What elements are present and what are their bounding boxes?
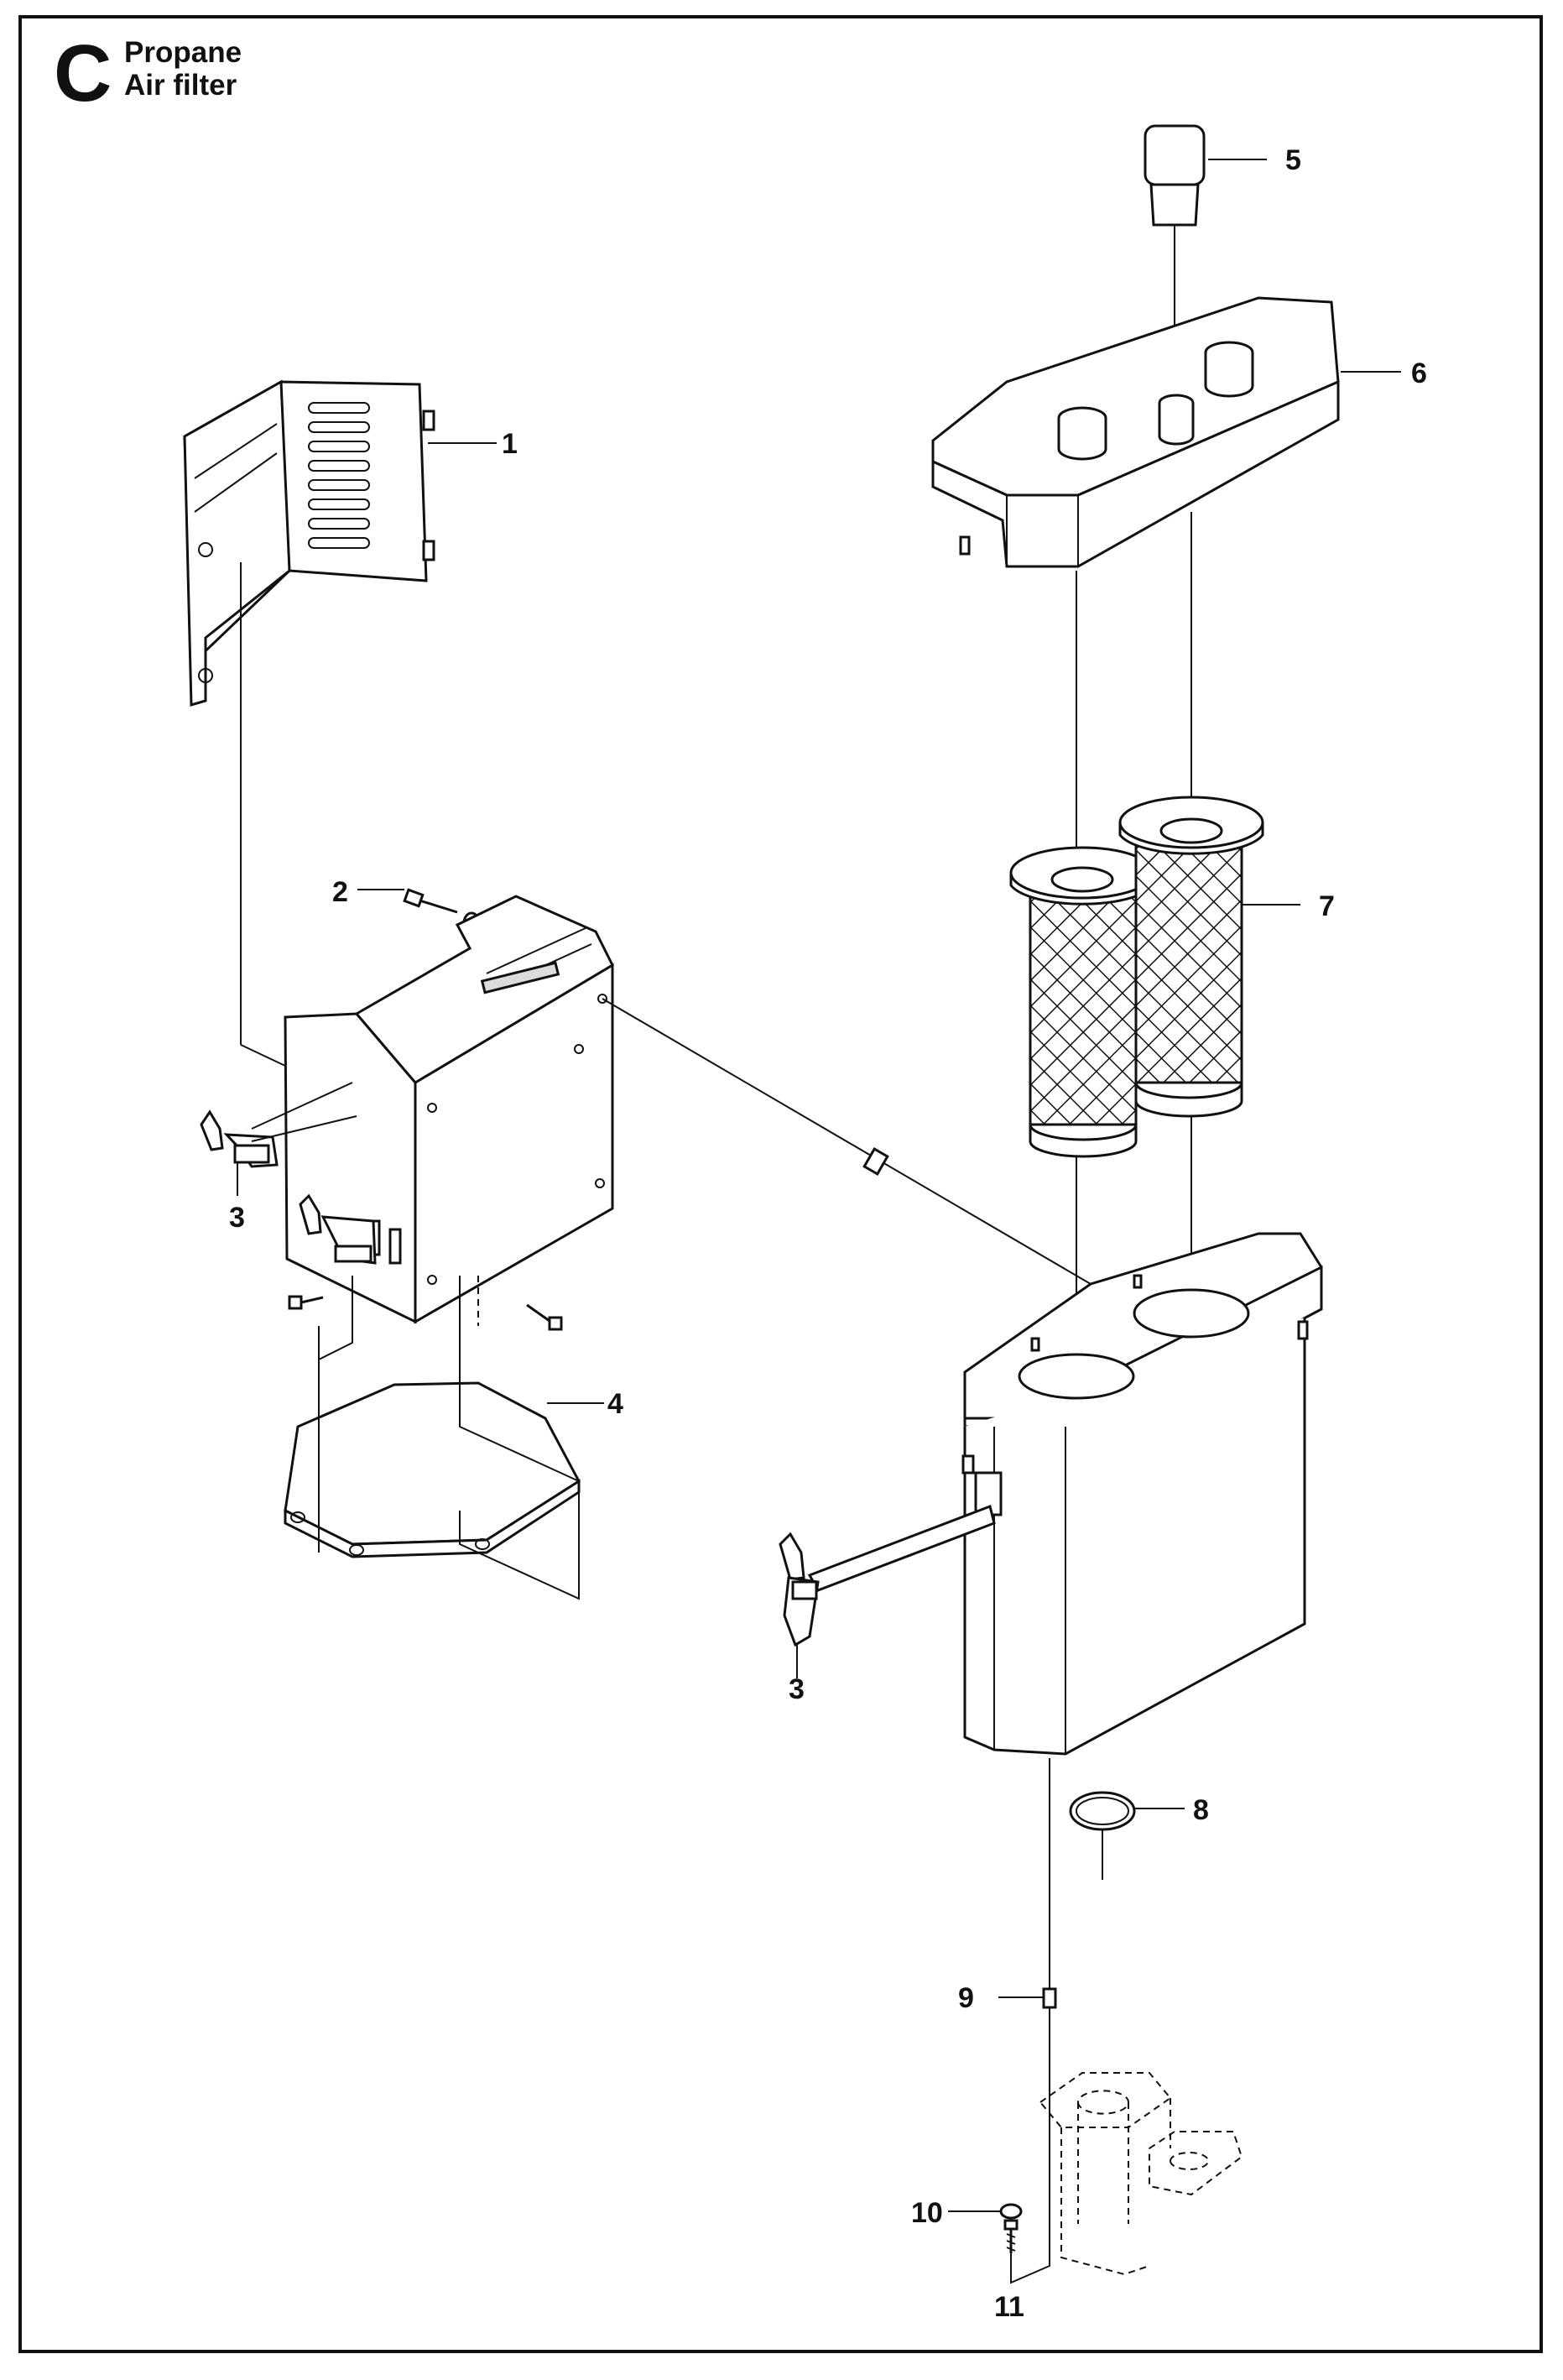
part-3-latch-right	[779, 1532, 820, 1647]
part-7-filter-right	[1118, 796, 1264, 1118]
assembly-line-rod	[602, 998, 1091, 1285]
leader-part1-joint	[240, 1044, 286, 1067]
section-letter: C	[54, 29, 112, 118]
callout-1: 1	[502, 428, 518, 460]
title-line-2: Air filter	[124, 68, 237, 102]
part-7-filter-left	[1009, 846, 1155, 1158]
callout-leaders	[237, 159, 1401, 2283]
leader-pin-down	[1010, 2007, 1050, 2284]
callout-6: 6	[1411, 358, 1427, 389]
part-9-pin	[1042, 1987, 1057, 2009]
mounting-bracket-dashed	[1039, 2072, 1243, 2276]
diagram-frame	[18, 15, 1543, 2353]
callout-3-left: 3	[229, 1202, 245, 1234]
callout-11: 11	[994, 2291, 1024, 2323]
callout-2: 2	[332, 876, 348, 908]
part-4-base-plate	[284, 1381, 581, 1558]
leader-plate-right	[459, 1276, 580, 1600]
callout-3-right: 3	[789, 1673, 805, 1705]
leader-plate-join	[318, 1326, 353, 1360]
air-filter-housing-box	[284, 895, 614, 1324]
lid-port-right-front	[1158, 394, 1195, 446]
part-5-cap	[1144, 124, 1206, 227]
callout-7: 7	[1319, 890, 1335, 922]
callout-8: 8	[1193, 1794, 1209, 1826]
part-3-latch-upper-left	[200, 1082, 357, 1168]
part-3-latch-lower-left	[299, 1193, 377, 1265]
o-ring-inner	[1076, 1797, 1129, 1825]
part-6-top-lid	[931, 296, 1340, 568]
lid-port-right-back	[1204, 341, 1254, 398]
callout-5: 5	[1285, 144, 1301, 176]
screw-fasteners-left	[288, 1295, 563, 1331]
part-10-washer	[999, 2203, 1023, 2220]
pin-connector	[862, 1147, 889, 1176]
part-11-screw	[1003, 2219, 1019, 2253]
callout-10: 10	[911, 2197, 943, 2229]
diagram-title: Propane Air filter	[124, 36, 242, 102]
title-line-1: Propane	[124, 36, 242, 69]
callout-9: 9	[958, 1982, 974, 2014]
lid-port-left	[1057, 406, 1107, 461]
part-1-cover	[183, 379, 435, 707]
housing-rod	[807, 1504, 996, 1592]
filter-housing-body	[961, 1232, 1323, 1756]
callout-4: 4	[607, 1388, 623, 1420]
